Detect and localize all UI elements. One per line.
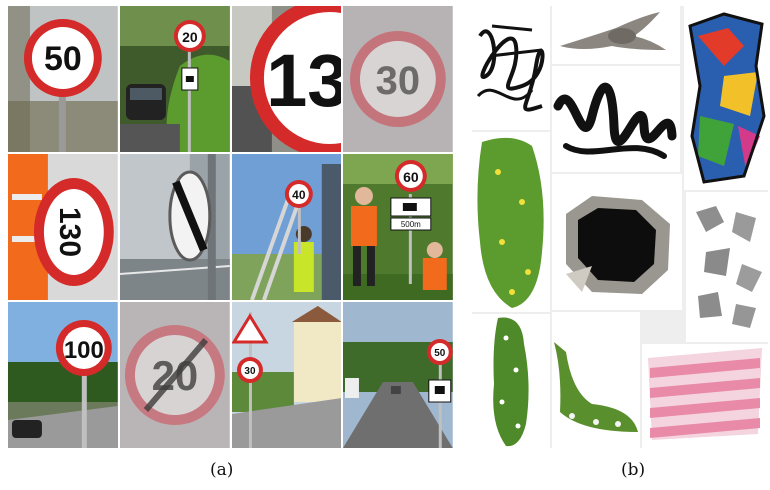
wall-hole-image bbox=[552, 174, 682, 310]
sign-tile-end-restriction bbox=[119, 154, 230, 300]
end-restriction-scene bbox=[119, 154, 230, 300]
graffiti-scribble bbox=[476, 24, 545, 112]
colorful-graffiti bbox=[688, 12, 766, 184]
sign-number: 50 bbox=[44, 40, 82, 78]
sign-60-scene: 60 500m bbox=[343, 154, 453, 300]
sign-number: 130 bbox=[53, 207, 86, 257]
tall-vine bbox=[493, 317, 529, 447]
texture-collage bbox=[472, 6, 768, 448]
sign-tile-60-workers: 60 500m bbox=[343, 154, 453, 300]
sign-tile-40-ladder: 40 bbox=[231, 154, 342, 300]
black-tag-image bbox=[552, 66, 680, 172]
sign-tile-20-roadside: 20 bbox=[119, 6, 230, 152]
sign-tile-20-end-blurred: 20 bbox=[119, 302, 230, 448]
panel-a-caption: (a) bbox=[210, 460, 234, 480]
sign-number: 30 bbox=[244, 366, 256, 377]
sign-100-scene: 100 bbox=[8, 302, 118, 448]
sign-tile-50-road: 50 bbox=[343, 302, 453, 448]
flowering-bush bbox=[477, 137, 544, 308]
sign-130-worker-scene: 130 bbox=[8, 154, 118, 300]
sign-tile-100-highway: 100 bbox=[8, 302, 118, 448]
sign-number: 100 bbox=[64, 337, 104, 364]
sign-number: 50 bbox=[434, 348, 446, 359]
sign-number: 130 bbox=[266, 39, 342, 122]
sign-tile-30-blurred: 30 bbox=[343, 6, 453, 152]
sign-50-road-scene: 50 bbox=[343, 302, 453, 448]
sign-130-closeup-scene: 130 bbox=[231, 6, 342, 152]
sign-30-village-scene: 30 bbox=[231, 302, 342, 448]
traffic-sign-grid: 50 20 130 bbox=[8, 6, 453, 448]
sign-30-scene: 30 bbox=[343, 6, 453, 152]
colorful-graffiti-image bbox=[684, 6, 768, 190]
sign-20-end-scene: 20 bbox=[119, 302, 230, 448]
sign-tile-30-village: 30 bbox=[231, 302, 342, 448]
flower-spread-image bbox=[552, 312, 640, 448]
sign-plate-text: 500m bbox=[401, 220, 421, 229]
flowering-bush-image bbox=[472, 132, 550, 312]
sign-tile-130-closeup: 130 bbox=[231, 6, 342, 152]
striped-fabric-image bbox=[642, 344, 768, 448]
sign-50-scene: 50 bbox=[8, 6, 118, 152]
sign-20-scene: 20 bbox=[119, 6, 230, 152]
stone-patches bbox=[696, 206, 762, 328]
wall-hole bbox=[566, 196, 670, 294]
panel-b-caption: (b) bbox=[621, 460, 646, 480]
bird-image bbox=[552, 6, 680, 64]
sign-40-scene: 40 bbox=[231, 154, 342, 300]
sign-tile-50: 50 bbox=[8, 6, 118, 152]
black-tag bbox=[553, 82, 677, 159]
sign-number: 20 bbox=[182, 29, 198, 45]
graffiti-scribble-image bbox=[472, 6, 550, 130]
sign-number: 30 bbox=[376, 59, 420, 103]
sign-tile-130-worker: 130 bbox=[8, 154, 118, 300]
stone-patches-image bbox=[686, 192, 768, 342]
sign-number: 40 bbox=[292, 188, 306, 202]
tall-vine-image bbox=[472, 314, 550, 448]
bird bbox=[560, 12, 666, 50]
striped-fabric bbox=[648, 348, 762, 440]
flower-spread bbox=[554, 342, 638, 432]
sign-number: 60 bbox=[403, 169, 419, 185]
